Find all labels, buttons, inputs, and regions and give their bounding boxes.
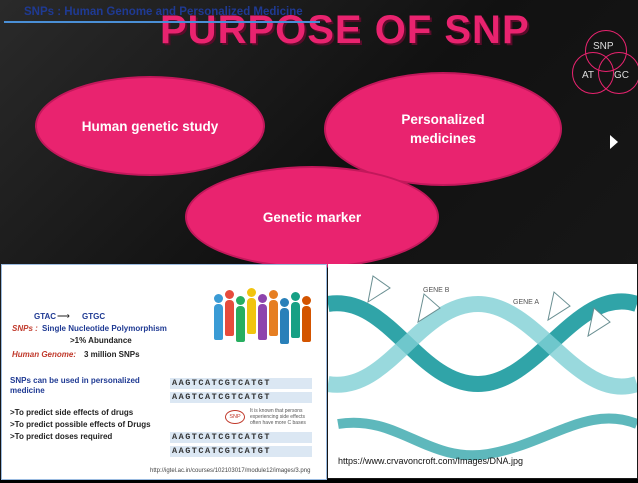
oval-genetic-marker: Genetic marker bbox=[185, 166, 439, 268]
source-link[interactable]: http://igtel.ac.in/courses/102103017/mod… bbox=[150, 468, 311, 474]
dna-helix-graphic: GENE B GENE A bbox=[326, 275, 638, 461]
sequence-row: AAGTCATCGTCATGT bbox=[170, 378, 312, 389]
uses-line2: medicine bbox=[10, 386, 45, 395]
source-url[interactable]: https://www.crvavoncroft.com/Images/DNA.… bbox=[338, 456, 524, 466]
venn-label-at: AT bbox=[582, 70, 595, 81]
next-arrow-icon[interactable] bbox=[610, 135, 618, 149]
gtac-to: GTGC bbox=[82, 312, 106, 321]
panel-heading: SNPs : Human Genome and Personalized Med… bbox=[24, 6, 303, 18]
venn-logo: SNP AT GC bbox=[572, 30, 638, 96]
human-genome-value: 3 million SNPs bbox=[84, 350, 140, 359]
gtac-from: GTAC bbox=[34, 312, 57, 321]
snps-definition: Single Nucleotide Polymorphism bbox=[42, 324, 167, 333]
gene-b-label: GENE B bbox=[423, 287, 450, 294]
snps-label: SNPs : bbox=[12, 324, 38, 333]
gene-a-label: GENE A bbox=[513, 299, 539, 306]
venn-label-gc: GC bbox=[614, 70, 629, 81]
snp-note: It is known that persons experiencing si… bbox=[250, 408, 306, 426]
oval-human-genetic-study: Human genetic study bbox=[35, 76, 265, 176]
divider bbox=[4, 21, 320, 23]
venn-label-snp: SNP bbox=[593, 41, 614, 52]
oval-personalized-medicines: Personalized medicines bbox=[324, 72, 562, 186]
oval-label: Genetic marker bbox=[262, 209, 362, 225]
predict-possible-effects: >To predict possible effects of Drugs bbox=[10, 420, 151, 429]
oval-label: Human genetic study bbox=[81, 118, 219, 134]
oval-label-line2: medicines bbox=[409, 131, 477, 146]
uses-line1: SNPs can be used in personalized bbox=[10, 376, 140, 385]
abundance: >1% Abundance bbox=[70, 336, 132, 345]
predict-side-effects: >To predict side effects of drugs bbox=[10, 408, 134, 417]
human-genome-label: Human Genome: bbox=[12, 350, 77, 359]
image-dna-helix: GENE B GENE A bbox=[326, 264, 638, 478]
arrow-icon: ⟶ bbox=[57, 311, 70, 321]
slide-title: PURPOSE OF SNP bbox=[160, 8, 530, 52]
snp-badge: SNP bbox=[225, 410, 245, 424]
predict-doses: >To predict doses required bbox=[10, 432, 113, 441]
sequence-row: AAGTCATCGTCATGT bbox=[170, 392, 312, 403]
oval-label-line1: Personalized bbox=[401, 112, 485, 127]
sequence-row: AAGTCATCGTCATGT bbox=[170, 446, 312, 457]
sequence-row: AAGTCATCGTCATGT bbox=[170, 432, 312, 443]
